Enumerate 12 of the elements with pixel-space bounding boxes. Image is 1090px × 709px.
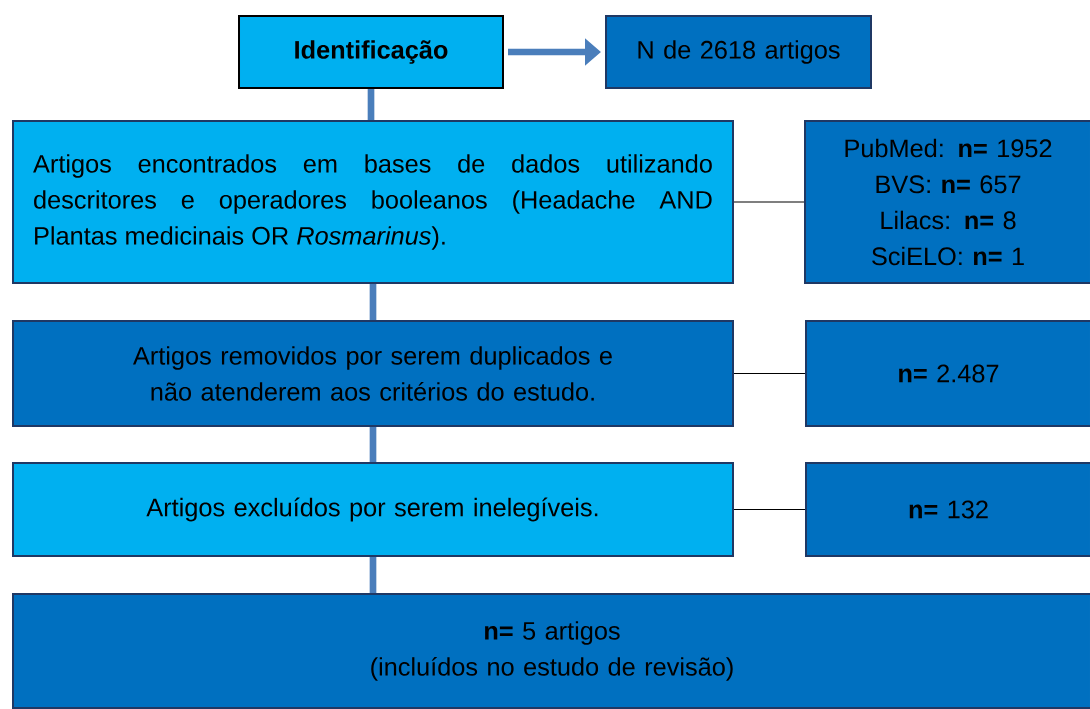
process-box: Artigos encontrados em bases de dados utilizando descritores e operadores booleanos (Headache AND Plantas medicinais OR Rosmarinus). (12, 120, 734, 284)
connector (733, 508, 806, 511)
process-box: Artigos removidos por serem duplicados e não atenderem aos critérios do estudo. (12, 320, 734, 427)
process-box: n= 5 artigos (incluídos no estudo de revisão) (12, 593, 1090, 709)
process-box: Artigos excluídos por serem inelegíveis. (12, 462, 734, 557)
process-box: N de 2618 artigos (605, 15, 872, 89)
connector (733, 372, 806, 375)
connector (733, 201, 805, 203)
process-box: PubMed: n= 1952 BVS: n= 657 Lilacs: n= 8 SciELO: n= 1 (804, 120, 1090, 284)
process-box: n= 2.487 (805, 320, 1090, 427)
process-box: Identificação (238, 15, 504, 89)
process-box: n= 132 (805, 462, 1090, 557)
